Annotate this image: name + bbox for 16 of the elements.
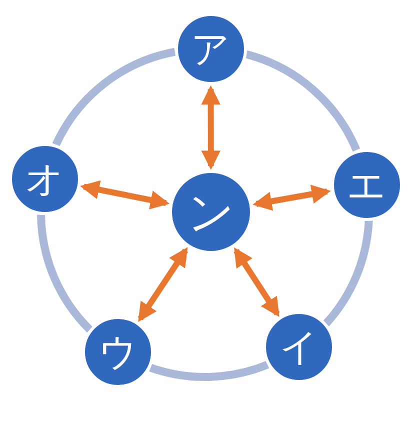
katakana-label: ン: [188, 189, 234, 235]
katakana-label: ア: [191, 30, 230, 68]
double-arrow: [252, 184, 331, 211]
katakana-label: エ: [347, 166, 386, 204]
ring-arc: [37, 214, 93, 333]
double-arrow: [138, 247, 188, 322]
ring-arc: [52, 48, 176, 147]
katakana-label: ウ: [98, 333, 138, 372]
katakana-label: イ: [280, 328, 319, 366]
double-arrow: [201, 85, 220, 170]
ring-arc: [245, 50, 360, 152]
double-arrow: [234, 247, 280, 318]
ring-arc: [149, 360, 269, 381]
katakana-label: オ: [25, 160, 64, 198]
ring-arc: [322, 220, 373, 326]
double-arrow: [80, 180, 170, 210]
